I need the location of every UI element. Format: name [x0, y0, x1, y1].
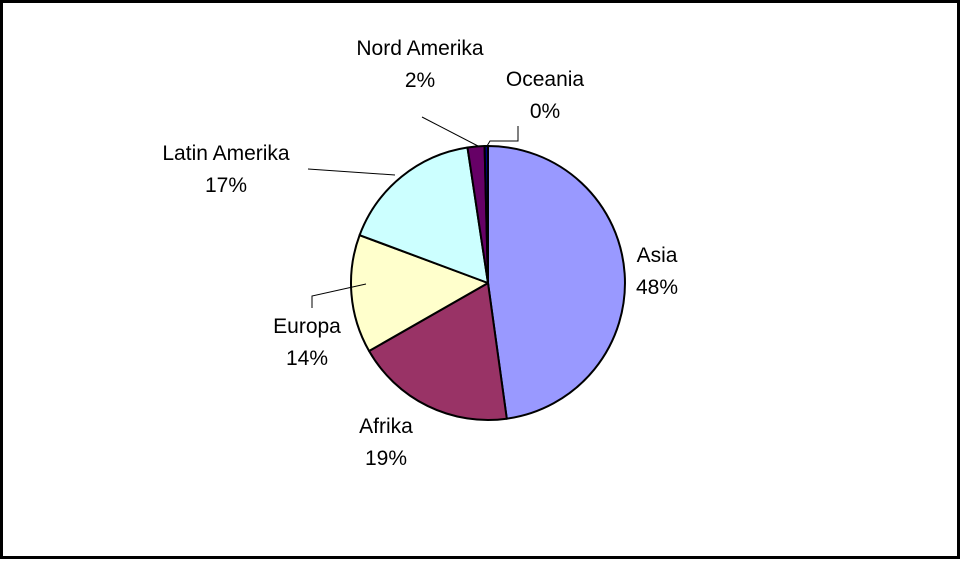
slice-percent-oceania: 0% — [530, 100, 560, 123]
slice-percent-asia: 48% — [636, 276, 678, 299]
slice-label-latin-amerika: Latin Amerika — [162, 142, 290, 165]
leader-line-europa — [311, 283, 367, 308]
slice-percent-nord-amerika: 2% — [405, 69, 435, 92]
pie-slice-oceania — [483, 144, 489, 284]
pie-slice-europa — [350, 234, 489, 352]
slice-label-afrika: Afrika — [359, 415, 413, 438]
pie-slices — [350, 144, 626, 421]
data-labels: Asia 48% Afrika 19% Europa 14% Latin Amerika 17… — [162, 37, 678, 470]
leader-lines — [307, 116, 519, 308]
leader-line-latin-amerika — [307, 168, 396, 176]
pie-slice-afrika — [368, 282, 508, 421]
slice-label-europa: Europa — [273, 315, 341, 338]
slice-label-nord-amerika: Nord Amerika — [356, 37, 484, 60]
leader-line-oceania — [486, 126, 519, 147]
leader-line-nord-amerika — [421, 116, 479, 147]
slice-percent-afrika: 19% — [365, 447, 407, 470]
slice-percent-latin-amerika: 17% — [205, 174, 247, 197]
pie-slice-latin-amerika — [358, 146, 489, 284]
slice-label-oceania: Oceania — [506, 68, 585, 91]
pie-slice-asia — [487, 145, 626, 420]
slice-percent-europa: 14% — [286, 347, 328, 370]
slice-label-asia: Asia — [637, 244, 678, 267]
